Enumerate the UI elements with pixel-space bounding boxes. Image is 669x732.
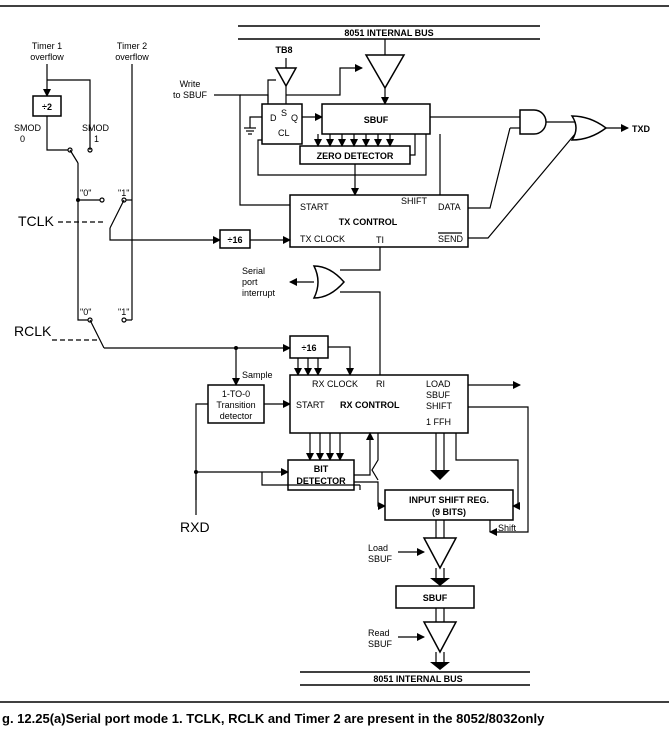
rx-section: ÷16 Sample 1-TO-0 Transition detector RX…	[180, 335, 529, 670]
tx-section: TB8 Write to SBUF D S Q CL SBUF	[173, 39, 651, 375]
rx-clock-label: RX CLOCK	[312, 379, 358, 389]
rclk-0-label: "0"	[80, 307, 91, 317]
zero-detector-label: ZERO DETECTOR	[317, 151, 394, 161]
rx-control-title: RX CONTROL	[340, 400, 400, 410]
sample-label: Sample	[242, 370, 273, 380]
timer-section: Timer 1 overflow Timer 2 overflow ÷2 SMO…	[14, 41, 291, 352]
smod-switch	[69, 149, 79, 164]
serial-interrupt-label-3: interrupt	[242, 288, 276, 298]
rx-sbuf-label: SBUF	[426, 390, 451, 400]
internal-bus-top: 8051 INTERNAL BUS	[238, 25, 540, 40]
rclk-switch	[89, 319, 105, 349]
tclk-1-label: "1"	[118, 188, 129, 198]
rx-shift-text: Shift	[498, 523, 517, 533]
rx-start-label: START	[296, 400, 325, 410]
serial-interrupt-label-1: Serial	[242, 266, 265, 276]
read-sbuf-buffer	[422, 621, 458, 654]
write-sbuf-label-1: Write	[180, 79, 201, 89]
tx-shift-label: SHIFT	[401, 196, 428, 206]
tx-clock-label: TX CLOCK	[300, 234, 345, 244]
rx-sbuf-box-label: SBUF	[423, 593, 448, 603]
internal-bus-bottom-label: 8051 INTERNAL BUS	[373, 674, 462, 684]
tx-sbuf-label: SBUF	[364, 115, 389, 125]
tx-div16-label: ÷16	[228, 235, 243, 245]
transition-label-1: 1-TO-0	[222, 389, 250, 399]
txd-and-gate	[519, 109, 547, 135]
rx-shift-label: SHIFT	[426, 401, 453, 411]
ffh-label: 1 FFH	[426, 417, 451, 427]
tx-sbuf	[321, 103, 431, 135]
rx-sbuf	[395, 585, 475, 609]
ri-label: RI	[376, 379, 385, 389]
tb8-buffer	[274, 67, 298, 88]
ff-s-label: S	[281, 108, 287, 118]
internal-bus-top-label: 8051 INTERNAL BUS	[344, 28, 433, 38]
smod0-label-1: SMOD	[14, 123, 42, 133]
tx-control-title: TX CONTROL	[339, 217, 398, 227]
read-sbuf-label-1: Read	[368, 628, 390, 638]
ff-cl-label: CL	[278, 128, 290, 138]
tclk-label: TCLK	[18, 213, 54, 229]
timer2-label-2: overflow	[115, 52, 149, 62]
tx-div16-box	[219, 229, 251, 249]
bit-detector-label-1: BIT	[314, 464, 329, 474]
figure-caption: g. 12.25(a)Serial port mode 1. TCLK, RCL…	[2, 711, 545, 726]
tb8-label: TB8	[275, 45, 292, 55]
ti-label: TI	[376, 235, 384, 245]
txd-label: TXD	[632, 124, 651, 134]
load-sbuf-label-1: Load	[368, 543, 388, 553]
tclk-switch	[109, 199, 125, 229]
interrupt-or-gate	[312, 265, 345, 299]
ff-d-label: D	[270, 113, 277, 123]
load-sbuf-buffer	[422, 537, 458, 570]
timer1-label-2: overflow	[30, 52, 64, 62]
smod1-contact	[87, 147, 93, 153]
rclk-label: RCLK	[14, 323, 52, 339]
tx-data-label: DATA	[438, 202, 461, 212]
input-shift-label-1: INPUT SHIFT REG.	[409, 495, 489, 505]
timer1-label-1: Timer 1	[32, 41, 62, 51]
bit-detector-label-2: DETECTOR	[296, 476, 346, 486]
div2-label: ÷2	[42, 102, 52, 112]
transition-label-3: detector	[220, 411, 253, 421]
smod0-label-2: 0	[20, 134, 25, 144]
input-shift-label-2: (9 BITS)	[432, 507, 466, 517]
ff-q-label: Q	[291, 113, 298, 123]
input-shift-register	[384, 489, 514, 521]
tx-control	[289, 194, 469, 248]
send-label: SEND	[438, 234, 464, 244]
rx-control	[289, 374, 469, 434]
tx-start-label: START	[300, 202, 329, 212]
rx-load-label: LOAD	[426, 379, 451, 389]
timer2-label-1: Timer 2	[117, 41, 147, 51]
smod1-label-1: SMOD	[82, 123, 110, 133]
serial-interrupt-label-2: port	[242, 277, 258, 287]
read-sbuf-label-2: SBUF	[368, 639, 393, 649]
tclk-0-label: "0"	[80, 188, 91, 198]
internal-bus-bottom: 8051 INTERNAL BUS	[300, 671, 530, 686]
rxd-label: RXD	[180, 519, 210, 535]
txd-or-gate	[570, 115, 608, 141]
smod0-contact	[67, 147, 73, 153]
rclk-1-label: "1"	[118, 307, 129, 317]
tx-bus-buffer	[364, 54, 406, 90]
smod1-label-2: 1	[94, 134, 99, 144]
transition-label-2: Transition	[216, 400, 255, 410]
load-sbuf-label-2: SBUF	[368, 554, 393, 564]
tb8-flipflop	[261, 103, 303, 145]
write-sbuf-label-2: to SBUF	[173, 90, 208, 100]
rx-div16-label: ÷16	[302, 343, 317, 353]
